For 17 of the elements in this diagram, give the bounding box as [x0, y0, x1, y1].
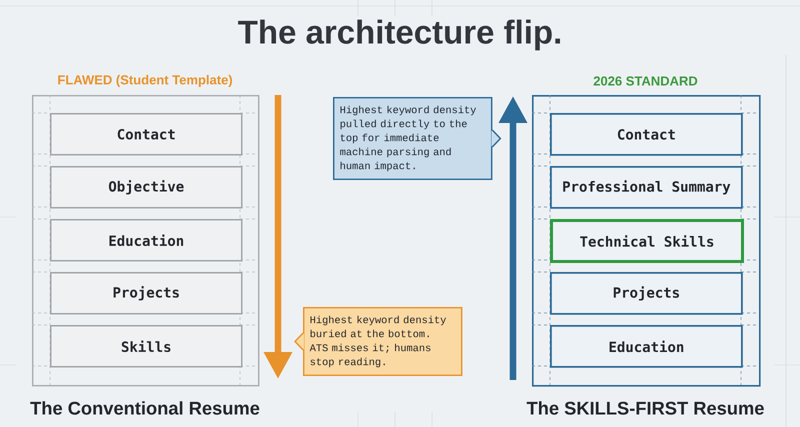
section-box: Education: [50, 219, 242, 262]
section-box: Professional Summary: [550, 166, 743, 209]
column-heading: FLAWED (Student Template): [58, 74, 232, 88]
title: The architecture flip.: [238, 20, 560, 50]
section-box: Projects: [50, 272, 242, 314]
callout-box: Highest keyword density buried at the bottom. ATS misses it; humans stop reading.: [294, 307, 462, 376]
section-box: Skills: [50, 325, 242, 368]
section-box: Projects: [550, 272, 743, 315]
column-heading: 2026 STANDARD: [594, 76, 698, 86]
section-box: Education: [550, 325, 743, 368]
section-box: Contact: [550, 113, 743, 156]
resume-caption: The SKILLS-FIRST Resume: [526, 401, 764, 415]
resume-caption: The Conventional Resume: [30, 401, 260, 415]
callout-box: Highest keyword density pulled directly to the top for immediate machine parsing and human impact.: [333, 97, 502, 180]
section-box: Technical Skills: [550, 219, 744, 263]
section-box: Contact: [50, 113, 242, 156]
section-box: Objective: [50, 166, 242, 208]
